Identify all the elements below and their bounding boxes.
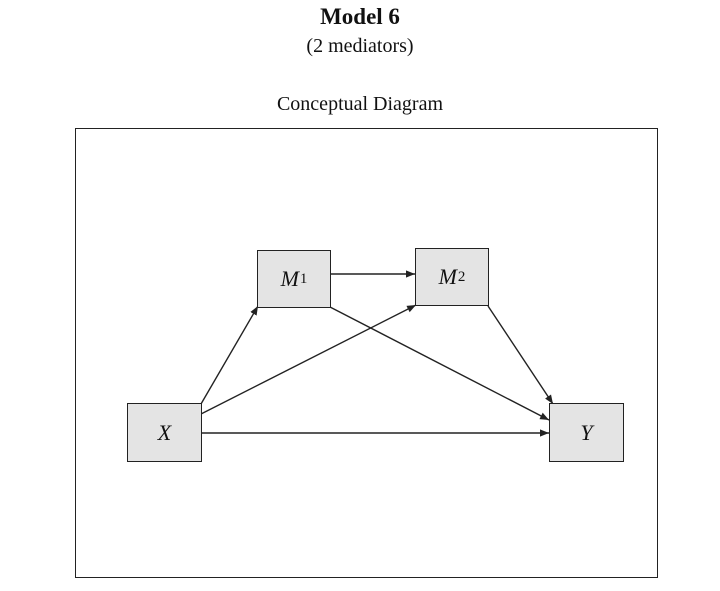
node-x-label: X — [157, 419, 172, 445]
edge-m2-y — [487, 305, 554, 405]
node-y: Y — [549, 403, 624, 462]
node-m2-label: M — [438, 264, 457, 289]
edge-x-m2 — [200, 304, 417, 415]
node-m2-subscript: 2 — [457, 268, 466, 285]
model-title: Model 6 — [320, 4, 400, 29]
diagram-frame — [75, 128, 658, 578]
edge-m1-y — [329, 306, 550, 421]
node-y-label: Y — [580, 419, 593, 445]
node-x: X — [127, 403, 202, 462]
node-m1-subscript: 1 — [299, 270, 308, 287]
edge-x-m1 — [200, 305, 259, 405]
node-m1-label: M — [280, 266, 299, 291]
model-subtitle: (2 mediators) — [306, 35, 414, 57]
diagram-label: Conceptual Diagram — [276, 93, 444, 115]
